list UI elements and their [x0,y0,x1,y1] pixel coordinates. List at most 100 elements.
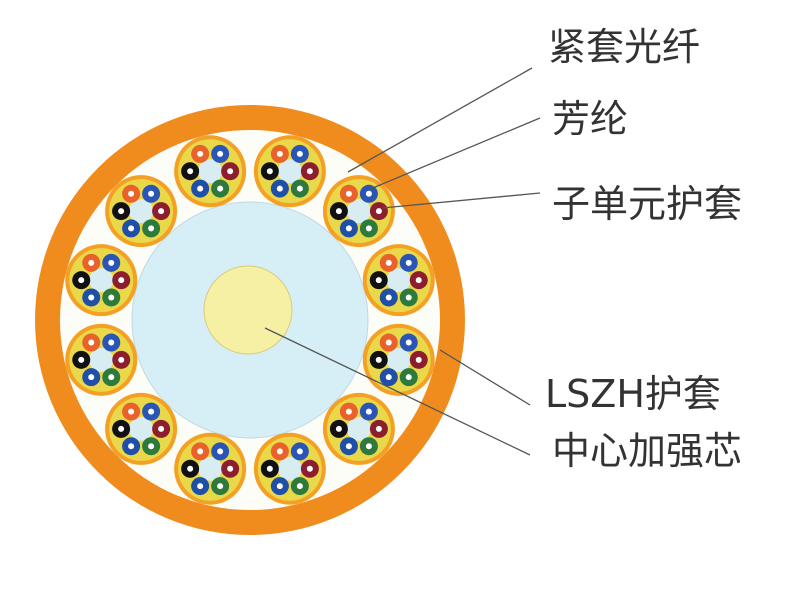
label-lszh-outer-jacket: LSZH护套 [545,372,721,416]
fiber-core [345,408,352,415]
subunit [322,175,395,248]
fiber-core [108,374,115,381]
fiber-core [405,294,412,301]
fiber-core [385,259,392,266]
fiber-core [197,150,204,157]
fiber-core [128,443,135,450]
subunit [65,244,138,317]
fiber-core [306,465,313,472]
subunit [65,323,138,396]
fiber-core [88,339,95,346]
fiber-core [405,374,412,381]
fiber-core [88,294,95,301]
fiber-core [187,465,194,472]
fiber-core [335,208,342,215]
fiber-core [148,190,155,197]
subunit [253,432,326,505]
subunit-core [89,347,114,372]
fiber-core [276,185,283,192]
fiber-core [217,483,224,490]
fiber-core [158,425,165,432]
fiber-core [227,168,234,175]
label-aramid-yarn: 芳纶 [552,97,629,141]
fiber-core [335,425,342,432]
fiber-core [365,443,372,450]
fiber-core [296,448,303,455]
fiber-core [385,374,392,381]
subunit-core [346,199,371,224]
subunit-core [198,159,223,184]
subunit-core [129,199,154,224]
fiber-core [148,443,155,450]
fiber-core [415,277,422,284]
fiber-core [197,185,204,192]
fiber-core [415,356,422,363]
fiber-core [365,190,372,197]
subunit-core [386,347,411,372]
subunit [362,323,435,396]
subunit-core [277,159,302,184]
fiber-core [128,190,135,197]
fiber-core [148,225,155,232]
subunit [322,392,395,465]
subunit-core [89,268,114,293]
subunit [105,175,178,248]
fiber-core [217,448,224,455]
label-tight-buffered-fiber: 紧套光纤 [548,25,701,69]
fiber-core [158,208,165,215]
fiber-core [345,190,352,197]
fiber-core [78,356,85,363]
fiber-core [118,425,125,432]
fiber-core [375,356,382,363]
subunit-core [386,268,411,293]
fiber-core [187,168,194,175]
fiber-core [108,339,115,346]
fiber-core [108,259,115,266]
subunit [362,244,435,317]
leader-line-subunit-jacket [381,192,541,209]
subunit [174,135,247,208]
subunit-core [277,456,302,481]
fiber-core [128,408,135,415]
fiber-core [217,185,224,192]
fiber-core [345,225,352,232]
fiber-core [118,277,125,284]
fiber-core [276,483,283,490]
fiber-core [375,277,382,284]
label-subunit-jacket: 子单元护套 [552,182,743,226]
fiber-core [197,483,204,490]
fiber-core [128,225,135,232]
fiber-core [296,483,303,490]
fiber-core [88,259,95,266]
subunit-core [346,416,371,441]
subunit [253,135,326,208]
fiber-core [266,168,273,175]
fiber-core [197,448,204,455]
fiber-core [365,408,372,415]
leader-line-aramid [367,117,541,191]
central-strength-member [203,265,293,355]
fiber-core [385,294,392,301]
subunit [174,432,247,505]
subunit-core [129,416,154,441]
fiber-core [385,339,392,346]
fiber-core [108,294,115,301]
fiber-core [296,150,303,157]
leader-lines [264,67,541,456]
leader-line-lszh-jacket [439,349,531,406]
fiber-core [88,374,95,381]
fiber-core [148,408,155,415]
fiber-core [78,277,85,284]
fiber-core [266,465,273,472]
label-central-strength-member: 中心加强芯 [552,429,743,473]
fiber-core [227,465,234,472]
leader-line-tight-buffered-fiber [347,67,533,173]
subunit-group [65,135,435,505]
subunit [105,392,178,465]
fiber-core [306,168,313,175]
fiber-core [118,356,125,363]
fiber-core [405,339,412,346]
fiber-core [365,225,372,232]
fiber-core [345,443,352,450]
